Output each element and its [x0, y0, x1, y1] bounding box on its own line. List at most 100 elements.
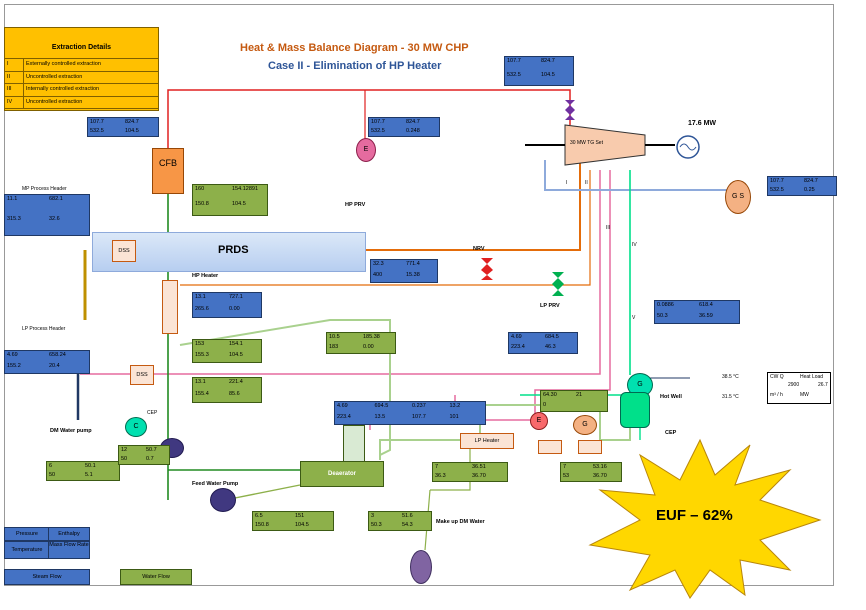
- nrv-label: NRV: [473, 246, 485, 252]
- databox-value: 85.6: [229, 391, 240, 397]
- databox-value: 824.7: [406, 119, 420, 125]
- lp-prv-label: LP PRV: [540, 303, 560, 309]
- databox-value: 824.7: [541, 58, 555, 64]
- databox-value: 54.3: [402, 522, 413, 528]
- databox-value: 4.69: [7, 352, 18, 358]
- databox-value: 150.8: [255, 522, 269, 528]
- turbine-valve: [565, 100, 575, 120]
- databox-value: 104.5: [232, 201, 246, 207]
- databox-value: 107.7: [770, 178, 784, 184]
- lph-g: G: [573, 415, 597, 435]
- ext-ii-label: II: [585, 180, 588, 186]
- lp-line: [180, 170, 591, 286]
- databox-value: 36.59: [699, 313, 713, 319]
- databox-value: 104.5: [229, 352, 243, 358]
- databox-value: 160: [195, 186, 205, 192]
- legend-pressure: Pressure: [4, 527, 50, 541]
- hot-well-label: Hot Well: [660, 394, 682, 400]
- databox-value: 12: [121, 447, 128, 453]
- databox-value: 150.8: [195, 201, 209, 207]
- databox-value: 618.4: [699, 302, 713, 308]
- databox-value: 532.5: [507, 72, 521, 78]
- ext-v-label: V: [632, 315, 636, 321]
- databox-value: 50.3: [657, 313, 668, 319]
- power-output: 17.6 MW: [688, 120, 717, 127]
- databox-value: 6: [49, 463, 53, 469]
- diagram-title: Heat & Mass Balance Diagram - 30 MW CHP: [240, 42, 469, 54]
- databox-value: 727.1: [229, 294, 243, 300]
- databox-value: 155.2: [7, 363, 21, 369]
- cw-table: CW Q Heat Load 2900 26.7 m³ / h MW: [767, 372, 831, 404]
- databox-value: 658.24: [49, 352, 66, 358]
- ext-iii-label: III: [606, 225, 611, 231]
- cep-left-label: CEP: [147, 410, 158, 416]
- databox-value: 64.30: [543, 392, 557, 398]
- databox-value: 107.7: [412, 414, 426, 420]
- databox-value: 50.1: [85, 463, 96, 469]
- makeup-label: Make up DM Water: [436, 519, 485, 525]
- databox-value: 32.6: [49, 216, 60, 222]
- databox-value: 265.6: [195, 306, 209, 312]
- cep-right-label: CEP: [665, 430, 677, 436]
- hp-heater-label: HP Heater: [192, 273, 219, 279]
- databox-value: 151: [295, 513, 305, 519]
- databox-value: 36.70: [472, 473, 486, 479]
- lph-e: E: [530, 412, 548, 430]
- legend-mass: Mass Flow Rate: [48, 541, 90, 559]
- databox-value: 824.7: [804, 178, 818, 184]
- databox-value: 13.1: [195, 379, 206, 385]
- gs-unit: G S: [725, 180, 751, 214]
- legend-enthalpy: Enthalpy: [48, 527, 90, 541]
- databox-value: 36.3: [435, 473, 446, 479]
- extraction-header: Extraction Details: [5, 28, 158, 59]
- databox-value: 32.3: [373, 261, 384, 267]
- dss-lower: DSS: [130, 365, 154, 385]
- databox-value: 7: [435, 464, 439, 470]
- databox-value: 15.38: [406, 272, 420, 278]
- databox-value: 107.7: [507, 58, 521, 64]
- c-unit: C: [125, 417, 147, 437]
- databox-value: 104.5: [295, 522, 309, 528]
- condenser: [620, 392, 650, 428]
- heater-b: [538, 440, 562, 454]
- nrv-valve: [481, 258, 493, 280]
- databox-value: 50: [121, 456, 128, 462]
- pink-ext-line: [80, 170, 601, 375]
- databox-value: 0.248: [406, 128, 420, 134]
- cw-temp-out: 31.5 °C: [722, 394, 739, 400]
- diagram-subtitle: Case II - Elimination of HP Heater: [268, 60, 442, 72]
- prds-unit: [92, 232, 366, 272]
- databox-value: 0.00: [229, 306, 240, 312]
- exhaust-line: [544, 160, 730, 191]
- legend-steam: Steam Flow: [4, 569, 90, 585]
- databox-value: 50.3: [371, 522, 382, 528]
- databox-value: 104.5: [125, 128, 139, 134]
- databox-value: 223.4: [337, 414, 351, 420]
- databox-value: 6.5: [255, 513, 263, 519]
- legend-water: Water Flow: [120, 569, 192, 585]
- databox-value: 532.5: [90, 128, 104, 134]
- databox-value: 400: [373, 272, 383, 278]
- databox-value: 771.4: [406, 261, 420, 267]
- databox-value: 694.5: [374, 403, 389, 409]
- databox-value: 107.7: [90, 119, 104, 125]
- databox-value: 36.70: [593, 473, 607, 479]
- deaerator-tank: [343, 425, 365, 463]
- databox-value: 53.16: [593, 464, 607, 470]
- deaerator: Deaerator: [300, 461, 384, 487]
- heater-c: [578, 440, 602, 454]
